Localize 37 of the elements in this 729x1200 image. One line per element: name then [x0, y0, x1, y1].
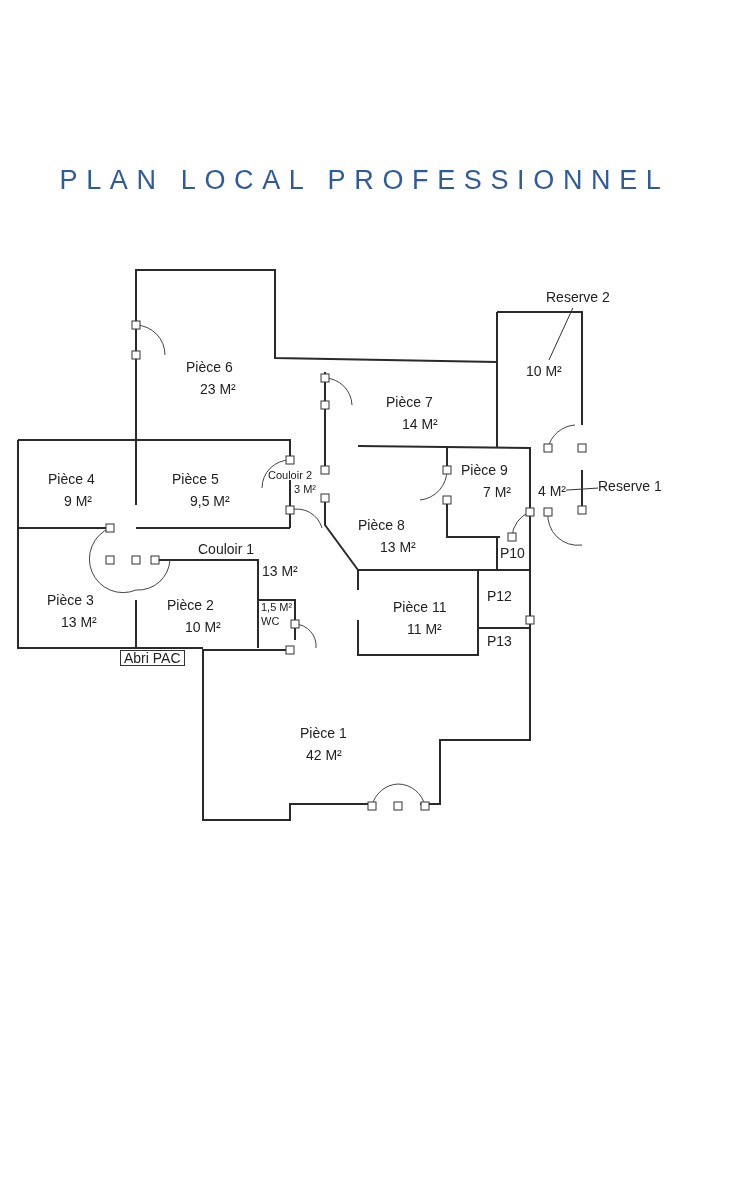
room-name: Couloir 1: [198, 540, 256, 559]
room-name: Couloir 2: [268, 468, 314, 482]
room-label: 13 M²: [262, 562, 298, 581]
room-name: Pièce 8: [358, 516, 406, 535]
room-label: 3 M²: [294, 482, 316, 496]
room-label: 42 M²: [306, 746, 343, 765]
leader-line: [548, 307, 574, 361]
room-label: Reserve 2: [546, 288, 610, 307]
room-name: Pièce 7: [386, 393, 434, 412]
room-label: 13 M²: [380, 538, 416, 557]
label-box: Abri PAC: [120, 650, 185, 666]
room-label: P12: [487, 587, 512, 606]
room-label: 14 M²: [402, 415, 438, 434]
room-label: WC: [261, 614, 281, 628]
room-label: 4 M²: [538, 482, 566, 501]
leader-line: [565, 487, 599, 491]
room-label: 10 M²: [526, 362, 562, 381]
room-name: Pièce 3: [47, 591, 95, 610]
room-label: 10 M²: [185, 618, 221, 637]
room-label: P13: [487, 632, 512, 651]
room-name: Pièce 11: [393, 598, 447, 617]
room-name: Pièce 6: [186, 358, 234, 377]
room-name: Pièce 2: [167, 596, 215, 615]
room-label: P10: [500, 544, 525, 563]
room-label: 13 M²: [61, 613, 97, 632]
room-name: Pièce 5: [172, 470, 220, 489]
room-label: 9,5 M²: [190, 492, 230, 511]
room-label: 7 M²: [483, 483, 511, 502]
room-label: 9 M²: [64, 492, 93, 511]
plan-title: PLAN LOCAL PROFESSIONNEL: [58, 164, 671, 197]
room-label: Reserve 1: [598, 477, 662, 496]
room-label: 23 M²: [200, 380, 236, 399]
room-name: 1,5 M²: [261, 600, 293, 614]
room-label: 11 M²: [407, 620, 443, 639]
room-name: Pièce 1: [300, 724, 347, 743]
room-name: Pièce 4: [48, 470, 95, 489]
room-name: Pièce 9: [461, 461, 509, 480]
